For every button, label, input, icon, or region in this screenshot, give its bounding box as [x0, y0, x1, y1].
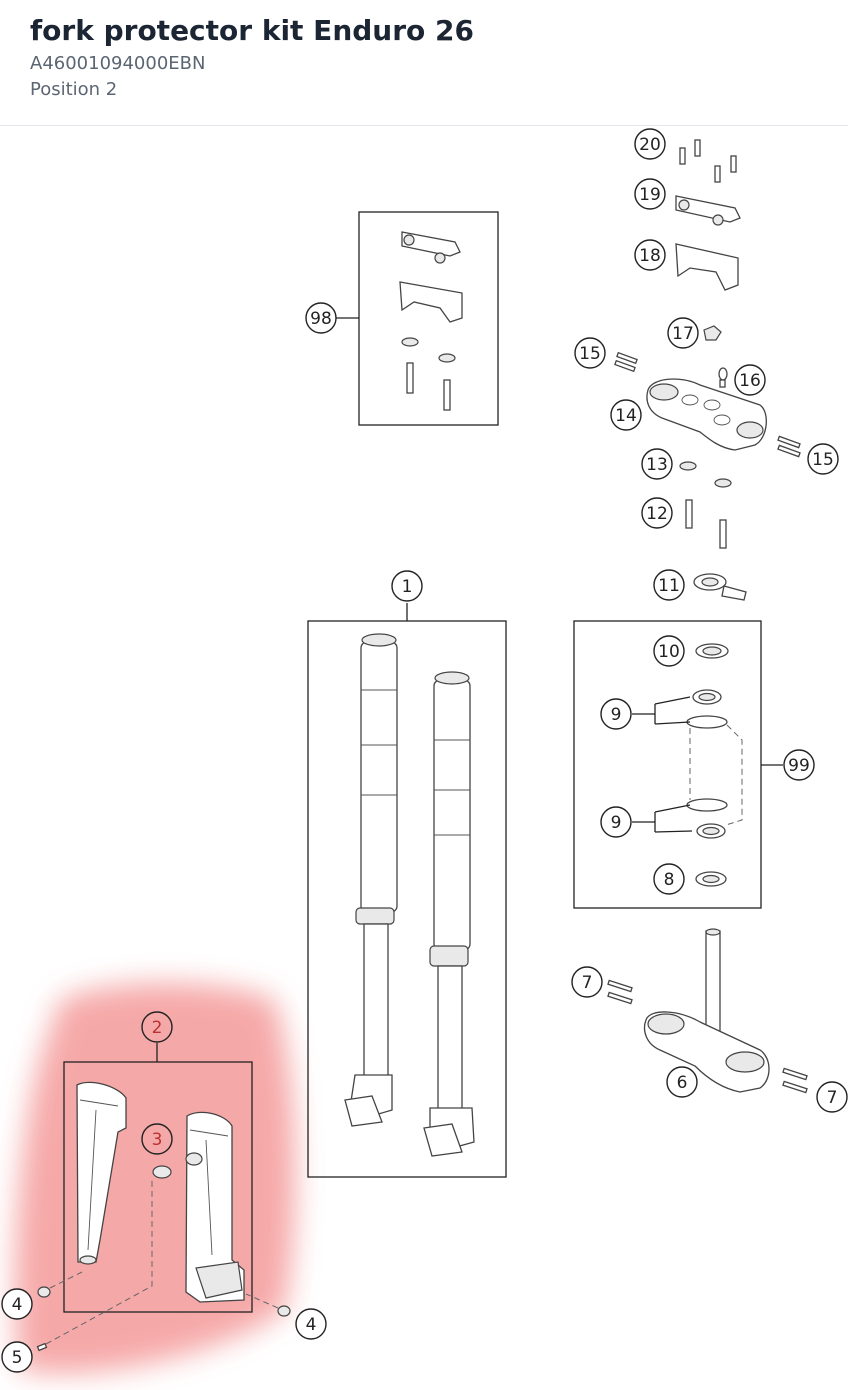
callout-3[interactable]: 3: [141, 1123, 173, 1155]
callout-1[interactable]: 1: [391, 570, 423, 602]
callout-8[interactable]: 8: [653, 863, 685, 895]
part-number: A46001094000EBN: [30, 53, 206, 74]
svg-text:13: 13: [646, 455, 668, 475]
callout-18[interactable]: 18: [634, 239, 666, 271]
svg-text:3: 3: [152, 1130, 163, 1150]
exploded-parts-diagram: 1 2 3 4 4 5 6 7 7 8 9 9 10 11 12 13 14 1…: [1, 128, 848, 1374]
svg-text:10: 10: [658, 642, 680, 662]
svg-text:11: 11: [658, 576, 680, 596]
washers-13[interactable]: [679, 461, 732, 488]
svg-text:15: 15: [579, 344, 601, 364]
callout-4-left[interactable]: 4: [1, 1288, 33, 1320]
upper-triple-clamp-14[interactable]: [646, 378, 767, 451]
callout-99[interactable]: 99: [783, 749, 815, 781]
callout-13[interactable]: 13: [641, 448, 673, 480]
svg-text:20: 20: [639, 135, 661, 155]
svg-text:15: 15: [812, 450, 834, 470]
svg-text:12: 12: [646, 504, 668, 524]
bolts-15-right[interactable]: [777, 435, 801, 458]
screw-4-right[interactable]: [245, 1293, 291, 1317]
callout-5[interactable]: 5: [1, 1341, 33, 1373]
svg-text:5: 5: [12, 1348, 23, 1368]
callout-16[interactable]: 16: [734, 364, 766, 396]
callout-20[interactable]: 20: [634, 128, 666, 160]
page-title: fork protector kit Enduro 26: [30, 14, 474, 47]
svg-text:4: 4: [306, 1315, 317, 1335]
callout-9-lower[interactable]: 9: [600, 806, 632, 838]
cable-guide-11[interactable]: [693, 573, 747, 601]
svg-text:9: 9: [611, 705, 622, 725]
callout-15-right[interactable]: 15: [807, 443, 839, 475]
svg-text:14: 14: [615, 406, 637, 426]
callout-14[interactable]: 14: [610, 399, 642, 431]
svg-text:99: 99: [788, 756, 810, 776]
svg-text:4: 4: [12, 1295, 23, 1315]
nut-17[interactable]: [703, 325, 722, 341]
position-label: Position 2: [30, 79, 118, 100]
callout-9-upper[interactable]: 9: [600, 698, 632, 730]
handlebar-clamp-18[interactable]: [675, 243, 739, 291]
svg-text:9: 9: [611, 813, 622, 833]
callout-11[interactable]: 11: [653, 569, 685, 601]
screw-4-left[interactable]: [37, 1271, 83, 1298]
callout-6[interactable]: 6: [666, 1066, 698, 1098]
bolts-15-left[interactable]: [614, 351, 638, 373]
bolts-20[interactable]: [679, 139, 737, 183]
svg-text:17: 17: [672, 324, 694, 344]
callout-10[interactable]: 10: [653, 635, 685, 667]
bolts-7-right[interactable]: [782, 1067, 808, 1094]
svg-text:6: 6: [677, 1073, 688, 1093]
svg-text:7: 7: [582, 973, 593, 993]
screw-5[interactable]: [36, 1180, 153, 1352]
svg-text:16: 16: [739, 371, 761, 391]
part-group-98[interactable]: [358, 211, 499, 426]
svg-text:7: 7: [827, 1088, 838, 1108]
callout-7-right[interactable]: 7: [816, 1081, 848, 1113]
callout-2[interactable]: 2: [141, 1011, 173, 1043]
svg-text:98: 98: [310, 309, 332, 329]
callout-98[interactable]: 98: [305, 302, 337, 334]
bolts-12[interactable]: [685, 499, 727, 549]
fork-protector-kit-2[interactable]: [63, 1061, 253, 1313]
callout-15-left[interactable]: 15: [574, 337, 606, 369]
screw-16[interactable]: [718, 367, 728, 388]
callout-17[interactable]: 17: [667, 317, 699, 349]
fork-legs-1[interactable]: [307, 620, 507, 1178]
svg-text:19: 19: [639, 185, 661, 205]
svg-text:1: 1: [402, 577, 413, 597]
callout-12[interactable]: 12: [641, 497, 673, 529]
page-header: fork protector kit Enduro 26 A4600109400…: [0, 0, 848, 126]
lower-triple-clamp-6[interactable]: [643, 928, 770, 1093]
svg-text:18: 18: [639, 246, 661, 266]
svg-text:2: 2: [152, 1018, 163, 1038]
svg-text:8: 8: [664, 870, 675, 890]
callout-19[interactable]: 19: [634, 178, 666, 210]
callout-7-left[interactable]: 7: [571, 966, 603, 998]
callout-4-right[interactable]: 4: [295, 1308, 327, 1340]
handlebar-clamp-19[interactable]: [675, 195, 741, 226]
bolts-7-left[interactable]: [607, 979, 633, 1005]
